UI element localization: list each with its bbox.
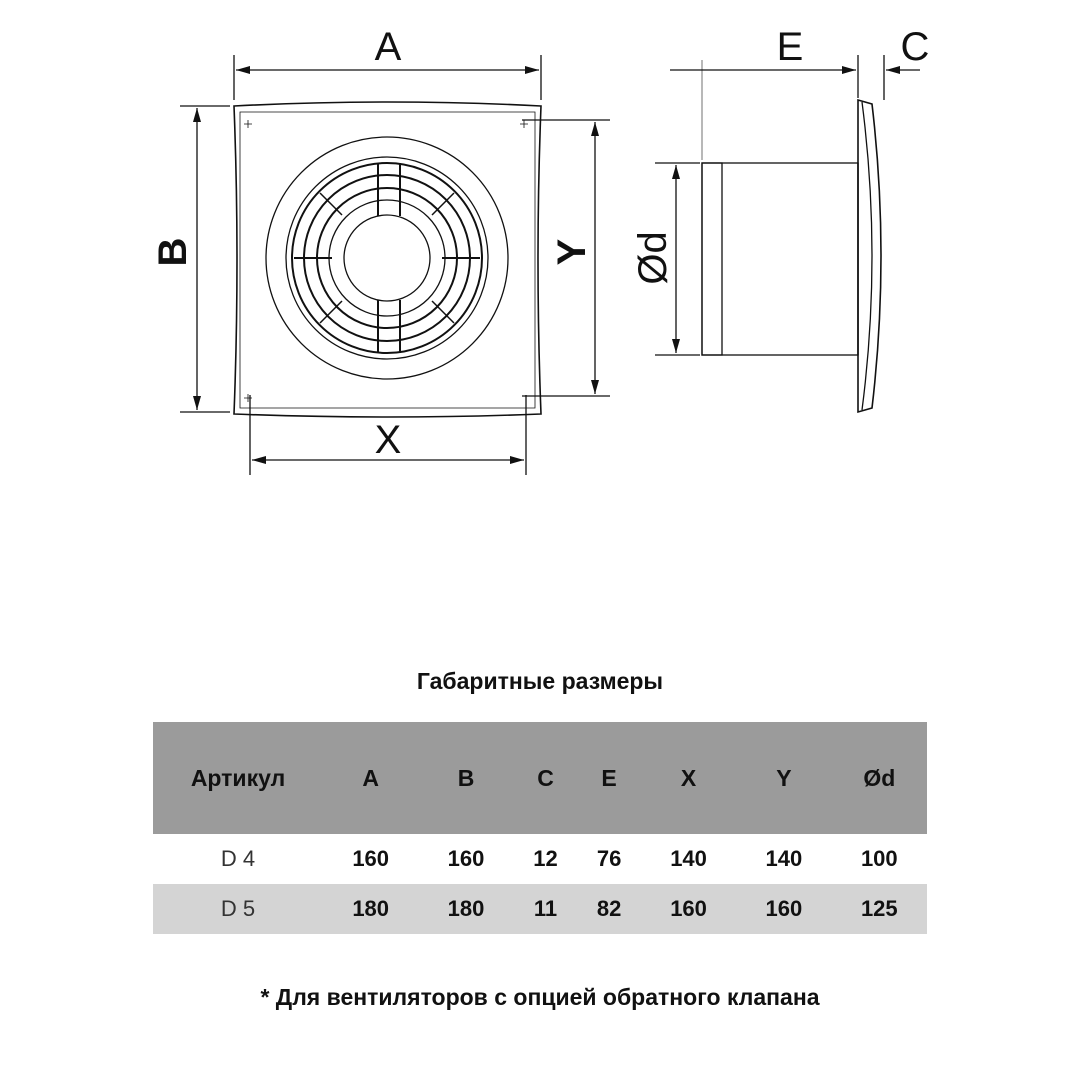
cell: 12 — [533, 846, 558, 871]
header-diameter: Ød — [831, 722, 927, 834]
footnote: * Для вентиляторов с опцией обратного кл… — [260, 984, 820, 1010]
dim-label-a: A — [375, 25, 402, 69]
cell-article: D 5 — [153, 884, 323, 934]
cell: 160 — [447, 846, 485, 871]
table-title: Габаритные размеры — [416, 668, 664, 694]
cell: 100 — [860, 846, 898, 871]
cell: 125 — [831, 884, 927, 934]
cell: 11 — [513, 884, 578, 934]
cell: 76 — [596, 846, 622, 871]
fan-dimension-drawing: A B X Y E C Ød — [151, 25, 930, 475]
dim-label-diameter: Ød — [631, 231, 675, 284]
dim-label-x: X — [375, 418, 402, 462]
dim-label-b: B — [151, 238, 195, 267]
cell: 180 — [418, 884, 514, 934]
cell: 160 — [640, 884, 737, 934]
cell-article: D 4 — [220, 846, 256, 871]
header-c: C — [513, 722, 578, 834]
dim-label-e: E — [777, 25, 804, 69]
header-a: A — [323, 722, 419, 834]
cell: 140 — [670, 846, 707, 871]
table-header-row: Артикул A B C E X Y Ød — [153, 722, 927, 834]
dim-label-y: Y — [550, 238, 594, 265]
cell: 180 — [323, 884, 419, 934]
header-article: Артикул — [153, 722, 323, 834]
cell: 140 — [765, 846, 803, 871]
header-y: Y — [736, 722, 832, 834]
table-row: D 5 180 180 11 82 160 160 125 — [153, 884, 927, 934]
cell: 160 — [736, 884, 832, 934]
table-row: D 4 160 160 12 76 140 140 100 — [153, 834, 927, 884]
side-view — [655, 55, 920, 414]
cell: 82 — [577, 884, 641, 934]
header-e: E — [577, 722, 641, 834]
dimensions-table: Артикул A B C E X Y Ød D 4 160 160 12 76… — [153, 722, 927, 934]
dim-label-c: C — [901, 25, 930, 69]
header-x: X — [640, 722, 737, 834]
header-b: B — [418, 722, 514, 834]
front-view — [233, 101, 542, 418]
dimension-lines — [180, 55, 610, 475]
cell: 160 — [352, 846, 390, 871]
